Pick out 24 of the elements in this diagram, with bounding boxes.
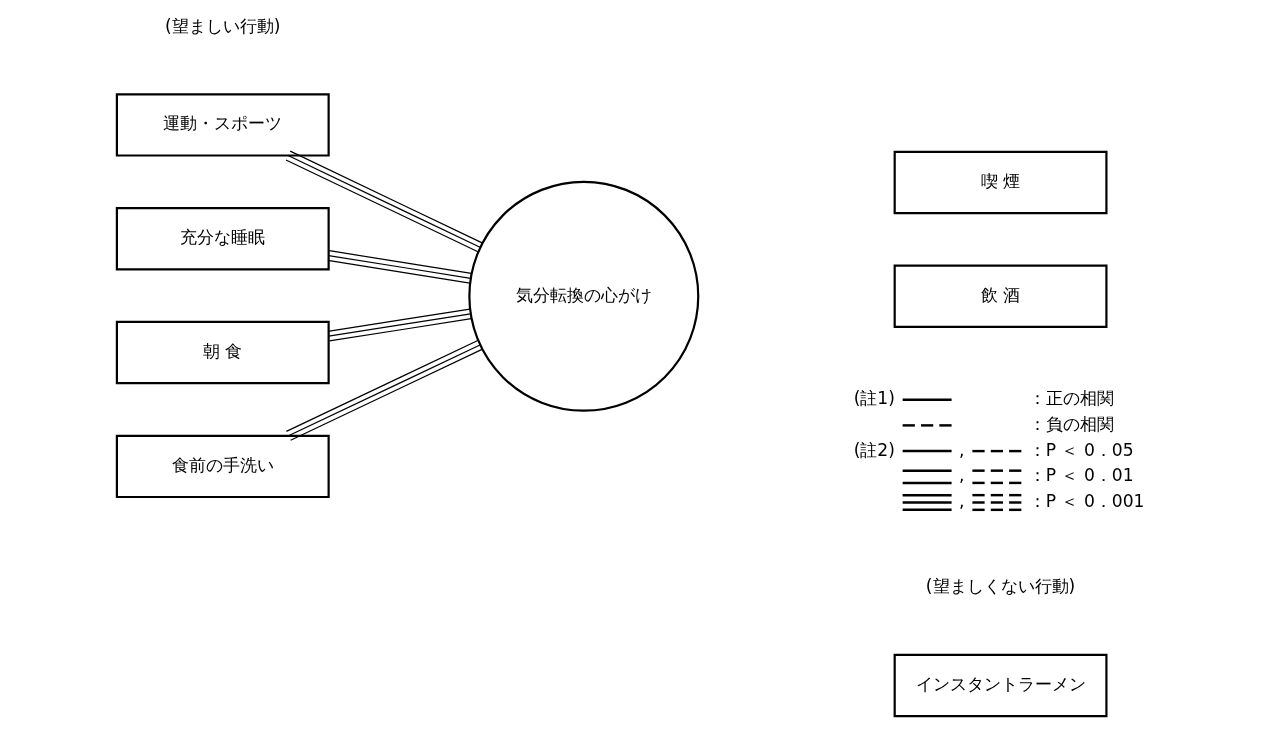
- legend-label: ：正の相関: [1028, 388, 1114, 409]
- connector: [326, 250, 472, 284]
- legend-label: ：P ＜ 0．01: [1028, 465, 1134, 486]
- node-box: 充分な睡眠: [115, 207, 330, 271]
- label: ,: [958, 465, 964, 486]
- connector: [285, 339, 483, 441]
- label: ,: [958, 439, 964, 460]
- label: (註2): [853, 439, 895, 460]
- label: ,: [958, 491, 964, 512]
- node-box: インスタントラーメン: [893, 653, 1107, 718]
- node-box: 朝 食: [115, 320, 330, 385]
- legend-label: ：P ＜ 0．001: [1028, 491, 1144, 512]
- connector: [284, 150, 483, 253]
- label: (註1): [853, 388, 895, 409]
- node-box: 飲 酒: [893, 264, 1107, 328]
- node-box: 喫 煙: [893, 150, 1107, 215]
- legend-label: ：P ＜ 0．05: [1028, 439, 1134, 460]
- label: (望ましい行動): [164, 15, 280, 36]
- node-circle: 気分転換の心がけ: [467, 180, 699, 412]
- connector: [326, 308, 472, 342]
- node-box: 運動・スポーツ: [115, 93, 330, 157]
- node-box: 食前の手洗い: [115, 434, 330, 499]
- legend-label: ：負の相関: [1028, 413, 1114, 434]
- label: (望ましくない行動): [925, 576, 1075, 597]
